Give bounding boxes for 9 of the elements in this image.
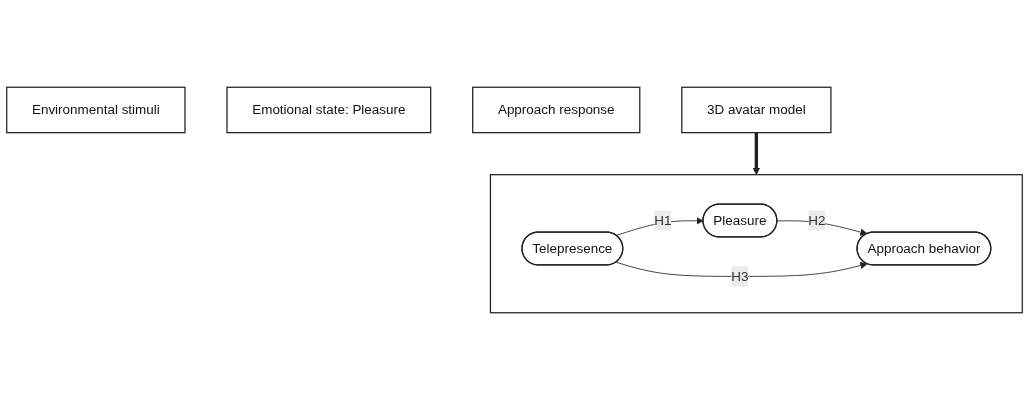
node-box: Approach response [472, 86, 641, 134]
node-box: Emotional state: Pleasure [226, 86, 432, 134]
edge-label: H3 [731, 268, 749, 284]
edge-label: H1 [654, 212, 672, 228]
node-box: 3D avatar model [681, 86, 832, 134]
edge-label: H2 [808, 212, 826, 228]
cluster [489, 174, 1023, 314]
arrow [752, 132, 761, 175]
node-box: Environmental stimuli [6, 86, 186, 134]
